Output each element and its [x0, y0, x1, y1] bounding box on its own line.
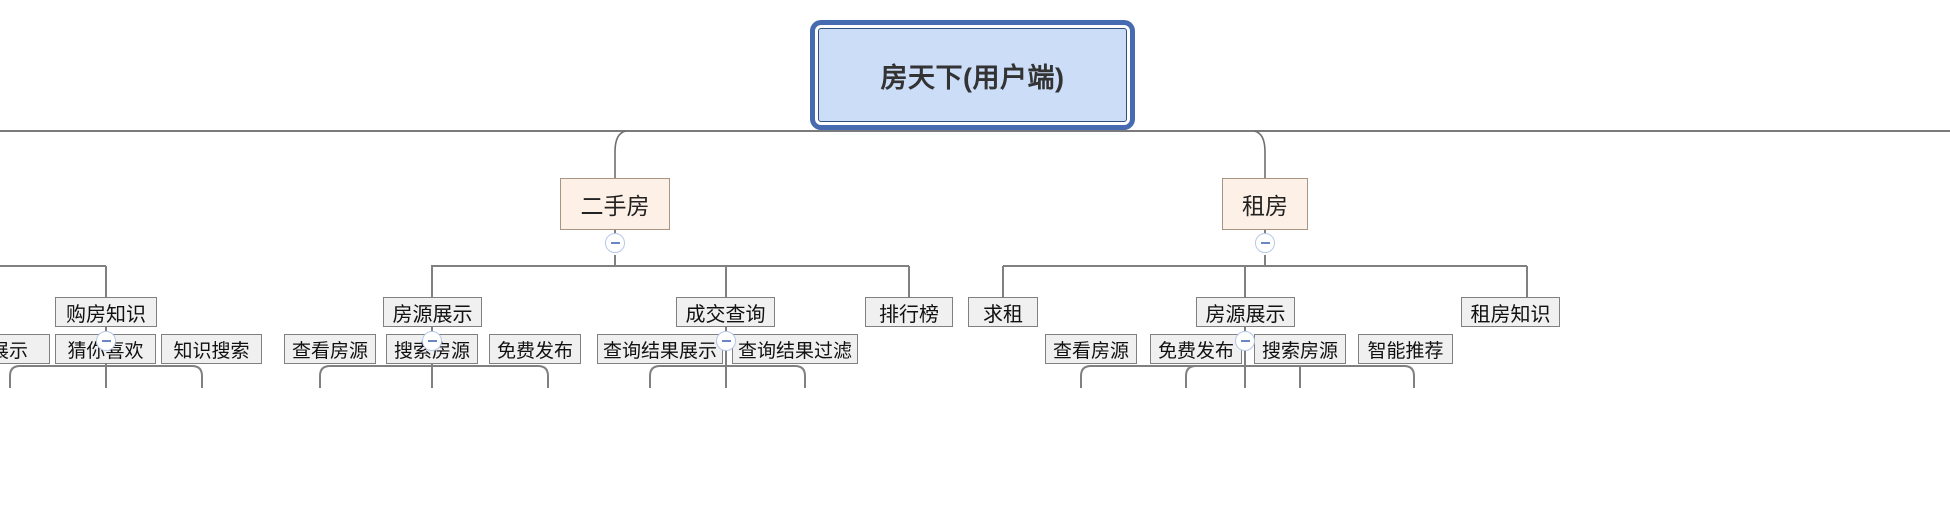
- node-root[interactable]: 房天下(用户端): [818, 28, 1127, 122]
- collapse-toggle-ershoufang[interactable]: [605, 233, 625, 253]
- node-zhanshi[interactable]: 展示: [0, 334, 50, 364]
- node-paihangbang[interactable]: 排行榜: [865, 297, 953, 327]
- node-ershoufang[interactable]: 二手房: [560, 178, 670, 230]
- node-gofangzhishi[interactable]: 购房知识: [55, 297, 157, 327]
- node-chengjiaochaxun[interactable]: 成交查询: [676, 297, 775, 327]
- node-chakan-fangyuan-right[interactable]: 查看房源: [1045, 334, 1137, 364]
- node-zufangzhishi[interactable]: 租房知识: [1461, 297, 1560, 327]
- node-sousuo-fangyuan-right[interactable]: 搜索房源: [1254, 334, 1346, 364]
- collapse-toggle-chengjiaochaxun[interactable]: [716, 331, 736, 351]
- node-zhineng-tuijian[interactable]: 智能推荐: [1358, 334, 1453, 364]
- collapse-toggle-zufang[interactable]: [1255, 233, 1275, 253]
- node-chaxun-jieguo-guolv[interactable]: 查询结果过滤: [732, 334, 858, 364]
- node-chaxun-jieguo-zhanshi[interactable]: 查询结果展示: [597, 334, 723, 364]
- root-selection-outline: [810, 20, 1135, 130]
- node-zufang[interactable]: 租房: [1222, 178, 1308, 230]
- node-chakan-fangyuan-left[interactable]: 查看房源: [284, 334, 376, 364]
- collapse-toggle-fangyuan-left[interactable]: [422, 331, 442, 351]
- node-mianfei-fabu-left[interactable]: 免费发布: [489, 334, 581, 364]
- node-qiuzu[interactable]: 求租: [968, 297, 1038, 327]
- node-zhishi-sousuo[interactable]: 知识搜索: [161, 334, 262, 364]
- node-mianfei-fabu-right[interactable]: 免费发布: [1150, 334, 1242, 364]
- node-fangyuan-zhanshi-right[interactable]: 房源展示: [1196, 297, 1295, 327]
- collapse-toggle-fangyuan-right[interactable]: [1235, 331, 1255, 351]
- collapse-toggle-gofangzhishi[interactable]: [96, 331, 116, 351]
- node-fangyuan-zhanshi-left[interactable]: 房源展示: [383, 297, 482, 327]
